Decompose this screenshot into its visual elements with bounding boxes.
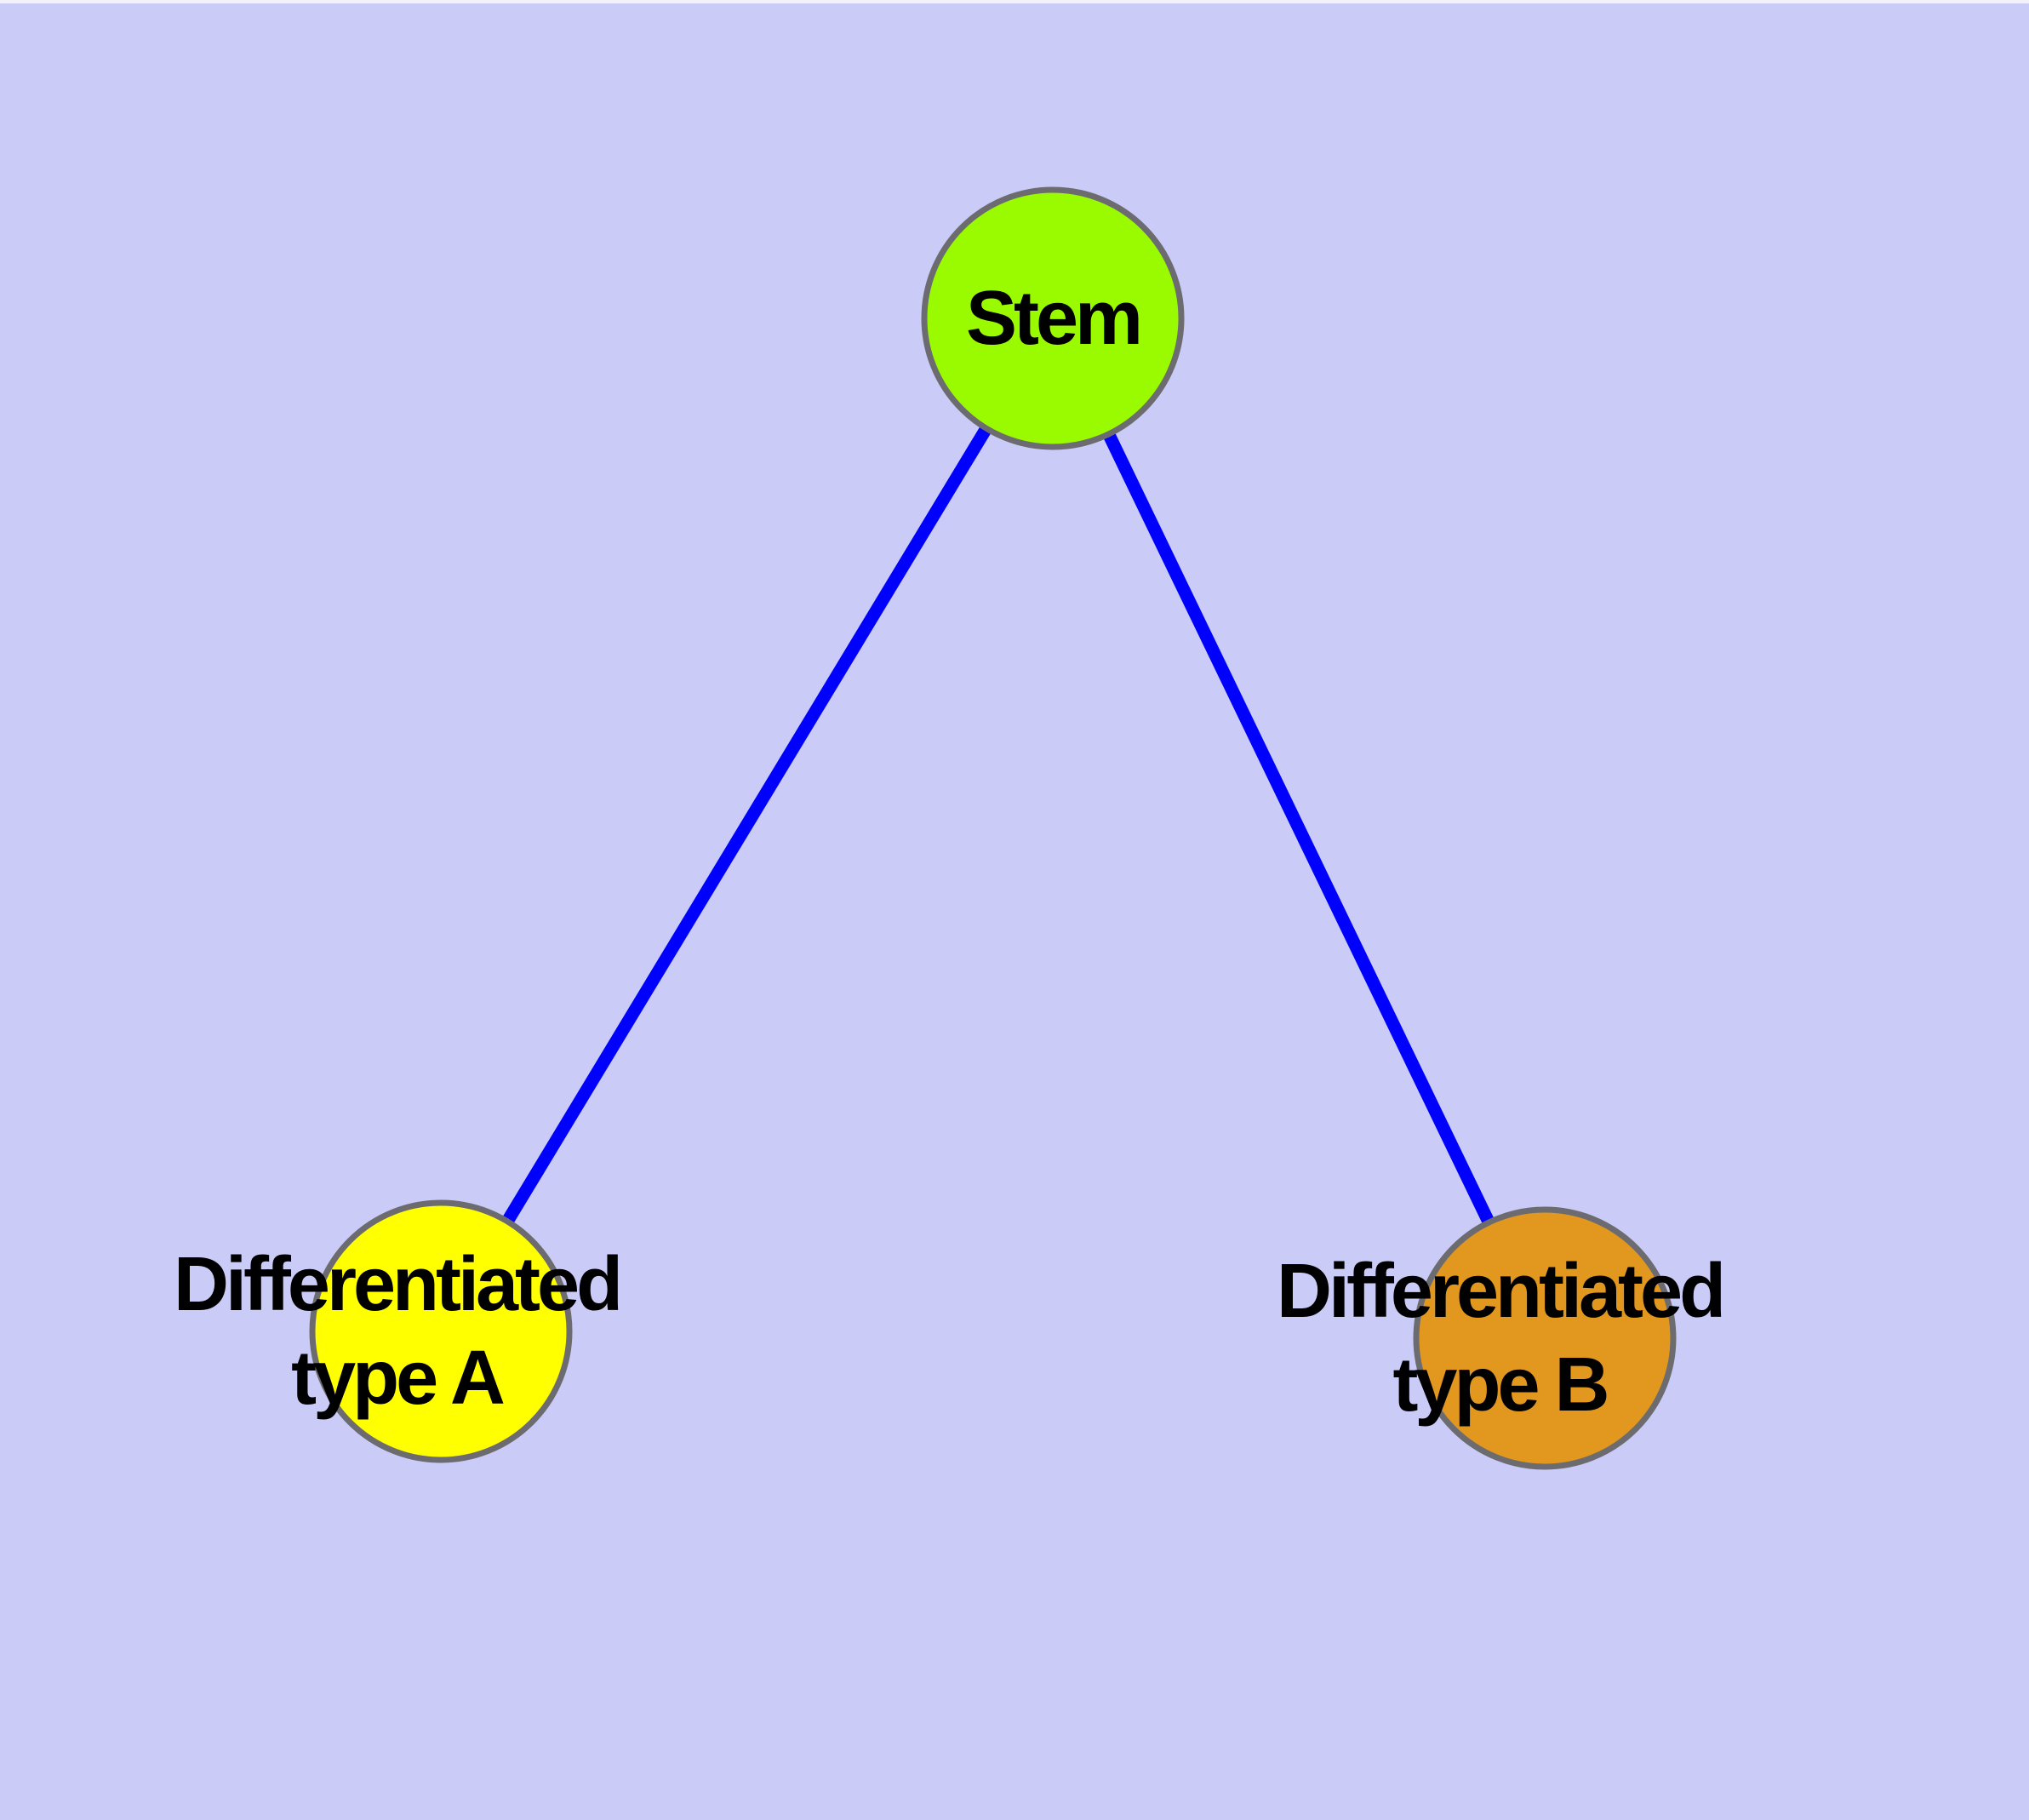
edge-stem-to-type-b	[1047, 315, 1551, 1342]
edge-stem-to-type-a	[435, 315, 1059, 1335]
node-type-b	[1413, 1206, 1677, 1470]
top-edge-strip	[0, 0, 2029, 3]
node-stem	[921, 186, 1185, 450]
node-type-a	[309, 1199, 573, 1463]
